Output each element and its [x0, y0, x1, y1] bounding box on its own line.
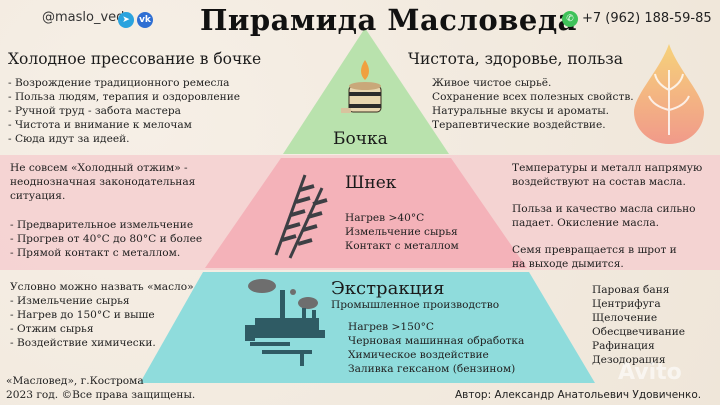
- author: Автор: Александр Анатольевич Удовиченко.: [455, 389, 702, 401]
- list-item: - Польза людям, терапия и оздоровление: [8, 91, 241, 103]
- text-line: воздействуют на состав масла.: [512, 176, 686, 188]
- whatsapp-icon[interactable]: ✆: [562, 11, 578, 27]
- barrel-icon: [341, 60, 382, 113]
- list-item: Химическое воздействие: [348, 349, 489, 361]
- auger-left-intro: Не совсем «Холодный отжим» - неоднозначн…: [10, 161, 195, 203]
- list-item: - Нагрев до 150°C и выше: [10, 309, 155, 321]
- copyright-line: «Масловед», г.Кострома: [6, 375, 144, 387]
- tier-label-extraction: Экстракция: [331, 278, 445, 299]
- list-item: - Чистота и внимание к мелочам: [8, 119, 192, 131]
- paragraph: Семя превращается в шрот и на выходе дым…: [512, 243, 702, 271]
- list-item: Натуральные вкусы и ароматы.: [432, 105, 610, 117]
- list-item: Обесцвечивание: [592, 326, 686, 338]
- list-item: - Прямой контакт с металлом.: [10, 247, 181, 259]
- list-item: Измельчение сырья: [345, 226, 458, 238]
- list-item: Черновая машинная обработка: [348, 335, 525, 347]
- list-item: Живое чистое сырьё.: [432, 77, 552, 89]
- list-item: Центрифуга: [592, 298, 661, 310]
- list-item: Сохранение всех полезных свойств.: [432, 91, 634, 103]
- list-item: - Отжим сырья: [10, 323, 94, 335]
- text-line: Польза и качество масла сильно: [512, 203, 696, 215]
- list-item: - Сюда идут за идеей.: [8, 133, 130, 145]
- extraction-left-list: Условно можно назвать «масло» - Измельче…: [10, 280, 194, 350]
- paragraph: Польза и качество масла сильно падает. О…: [512, 202, 702, 230]
- social-handle[interactable]: @maslo_ved: [42, 10, 125, 25]
- text-line: Семя превращается в шрот и: [512, 244, 677, 256]
- text-line: Не совсем «Холодный отжим» -: [10, 162, 188, 174]
- list-item: Контакт с металлом: [345, 240, 459, 252]
- page-title: Пирамида Масловеда: [200, 3, 577, 37]
- vk-icon[interactable]: vk: [137, 12, 153, 28]
- list-item: - Воздействие химически.: [10, 337, 156, 349]
- factory-icon: [245, 279, 325, 366]
- extraction-right-list: Паровая баня Центрифуга Щелочение Обесцв…: [592, 283, 685, 367]
- text-line: неоднозначная законодательная: [10, 176, 196, 188]
- list-item: Терапевтические воздействие.: [432, 119, 606, 131]
- tier-extraction-shape: [140, 272, 595, 383]
- text-line: падает. Окисление масла.: [512, 217, 660, 229]
- auger-inner-list: Нагрев >40°C Измельчение сырья Контакт с…: [345, 211, 459, 253]
- tier-label-auger: Шнек: [345, 173, 397, 193]
- extraction-sublabel: Промышленное производство: [331, 299, 500, 311]
- list-item: - Измельчение сырья: [10, 295, 130, 307]
- barrel-left-heading: Холодное прессование в бочке: [8, 50, 262, 68]
- text-line: ситуация.: [10, 190, 66, 202]
- auger-right-text: Температуры и металл напрямую воздейству…: [512, 161, 702, 284]
- barrel-right-heading: Чистота, здоровье, польза: [408, 50, 623, 68]
- text-line: на выходе дымится.: [512, 258, 624, 270]
- list-item: Рафинация: [592, 340, 655, 352]
- barrel-right-list: Живое чистое сырьё. Сохранение всех поле…: [432, 76, 634, 132]
- list-item: - Возрождение традиционного ремесла: [8, 77, 230, 89]
- oil-drop-plant-logo-icon: [634, 44, 704, 144]
- telegram-icon[interactable]: ➤: [118, 12, 134, 28]
- list-item: - Ручной труд - забота мастера: [8, 105, 182, 117]
- list-item: - Предварительное измельчение: [10, 219, 194, 231]
- paragraph: Температуры и металл напрямую воздейству…: [512, 161, 702, 189]
- copyright: «Масловед», г.Кострома 2023 год. ©Все пр…: [6, 374, 195, 402]
- tier-label-barrel: Бочка: [333, 129, 388, 149]
- list-item: Условно можно назвать «масло»: [10, 281, 194, 293]
- list-item: Дезодорация: [592, 354, 666, 366]
- list-item: Нагрев >150°C: [348, 321, 434, 333]
- list-item: Паровая баня: [592, 284, 670, 296]
- phone-number[interactable]: +7 (962) 188-59-85: [582, 11, 712, 26]
- auger-left-list: - Предварительное измельчение - Прогрев …: [10, 218, 202, 260]
- extraction-inner-list: Нагрев >150°C Черновая машинная обработк…: [348, 320, 524, 376]
- list-item: Щелочение: [592, 312, 658, 324]
- auger-screw-icon: [274, 174, 328, 259]
- list-item: - Прогрев от 40°C до 80°C и более: [10, 233, 203, 245]
- barrel-left-list: - Возрождение традиционного ремесла - По…: [8, 76, 240, 146]
- copyright-line: 2023 год. ©Все права защищены.: [6, 389, 196, 401]
- text-line: Температуры и металл напрямую: [512, 162, 703, 174]
- list-item: Заливка гексаном (бензином): [348, 363, 516, 375]
- list-item: Нагрев >40°C: [345, 212, 425, 224]
- avito-watermark: Avito: [618, 360, 682, 385]
